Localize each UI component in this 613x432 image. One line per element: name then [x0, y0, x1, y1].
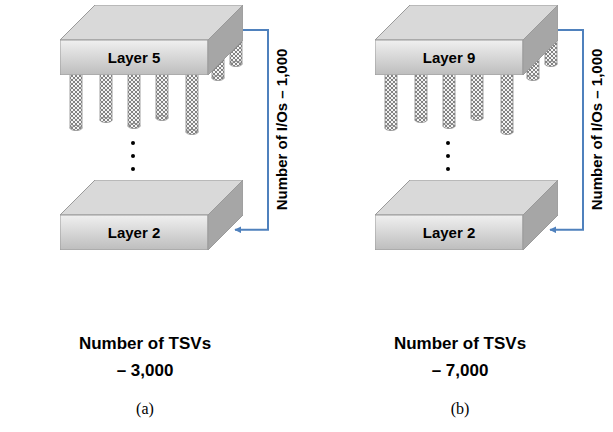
tsv-end	[100, 118, 112, 123]
tsv-count: Number of TSVs – 7,000	[390, 330, 530, 384]
layer-slab: Layer 2	[60, 180, 243, 250]
tsv	[186, 70, 198, 132]
layer-slab: Layer 2	[375, 180, 558, 250]
layer-label: Layer 2	[60, 215, 208, 250]
tsv	[156, 70, 168, 118]
tsv-end	[70, 126, 82, 131]
tsv-end	[501, 130, 513, 135]
tsv	[471, 70, 483, 118]
tsv-end	[212, 76, 224, 81]
panel-label: (a)	[115, 400, 175, 418]
layer-slab: Layer 9	[375, 5, 558, 75]
tsv	[100, 70, 112, 120]
tsv-end	[186, 130, 198, 135]
tsv-end	[385, 126, 397, 131]
tsv	[70, 70, 82, 128]
ellipsis-dots	[131, 141, 450, 171]
panel-label: (b)	[430, 400, 490, 418]
tsv	[501, 70, 513, 132]
layer-slab: Layer 5	[60, 5, 243, 75]
tsv	[443, 70, 455, 126]
tsv	[385, 70, 397, 128]
tsv-end	[471, 116, 483, 121]
tsv-end	[230, 62, 242, 67]
tsv	[128, 70, 140, 126]
tsv-end	[128, 124, 140, 129]
layer-label: Layer 9	[375, 40, 523, 75]
tsv	[415, 70, 427, 120]
tsv-count: Number of TSVs – 3,000	[75, 330, 215, 384]
io-count: Number of I/Os – 1,000	[273, 47, 290, 213]
io-count: Number of I/Os – 1,000	[588, 47, 605, 213]
layer-label: Layer 5	[60, 40, 208, 75]
tsv-end	[415, 118, 427, 123]
tsv-end	[527, 76, 539, 81]
tsv-end	[156, 116, 168, 121]
layer-label: Layer 2	[375, 215, 523, 250]
tsv-end	[545, 62, 557, 67]
tsv-end	[443, 124, 455, 129]
